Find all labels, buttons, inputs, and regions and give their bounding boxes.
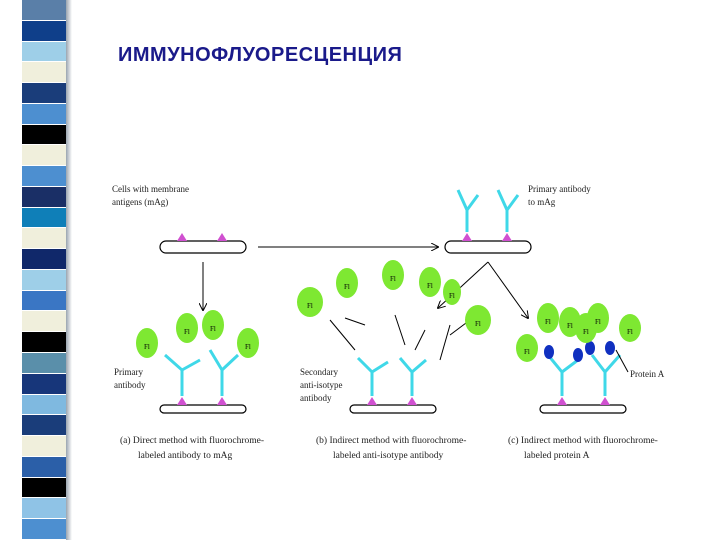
decorative-stripe-bar [22,0,66,540]
stripe-segment [22,124,66,146]
label-cells-line2: antigens (mAg) [112,197,168,207]
stripe-segment [22,0,66,21]
stripe-segment [22,332,66,354]
antigen-mark [367,397,377,405]
label-cells-line1: Cells with membrane [112,184,189,194]
stripe-segment [22,477,66,499]
antigen-mark [600,397,610,405]
fluor-label: Fl [627,328,633,336]
fluor-label: Fl [567,322,573,330]
stripe-segment [22,62,66,84]
antigen-mark [177,233,187,241]
label-secondary-line3: antibody [300,393,332,403]
stripe-segment [22,249,66,270]
fluor-label: Fl [545,318,551,326]
panel-c [516,303,641,414]
stripe-segment [22,145,66,167]
label-protein-a: Protein A [630,369,665,379]
fluor-label: Fl [524,348,530,356]
stripe-segment [22,20,66,42]
fluor-tags [136,310,259,358]
stripe-segment [22,311,66,333]
antigen-mark [502,233,512,241]
arrow-down-right [487,261,528,318]
fluor-label: Fl [344,283,350,291]
stripe-segment [22,269,66,291]
stripe-segment [22,207,66,229]
caption-c-line1: (c) Indirect method with fluorochrome- [508,435,658,446]
stripe-segment [22,436,66,457]
antigen-mark [217,233,227,241]
antigen-mark [462,233,472,241]
slide-title: ИММУНОФЛУОРЕСЦЕНЦИЯ [118,44,403,66]
stripe-segment [22,186,66,208]
caption-b-line1: (b) Indirect method with fluorochrome- [316,435,466,446]
cell-top-right [444,189,532,254]
label-secondary-line2: anti-isotype [300,380,343,390]
caption-b-line2: labeled anti-isotype antibody [333,451,444,461]
antigen-mark [177,397,187,405]
cell-top-left [159,233,247,254]
stripe-shadow [66,0,72,540]
panel-a [136,310,259,414]
stripe-segment [22,166,66,187]
caption-a-line1: (a) Direct method with fluorochrome- [120,435,264,446]
fluor-label: Fl [475,320,481,328]
fluor-tags [297,260,491,335]
fluor-tags [516,303,641,362]
label-primary-top-line2: to mAg [528,197,556,207]
fluor-label: Fl [595,318,601,326]
fluor-label: Fl [245,343,251,351]
stripe-segment [22,41,66,63]
stripe-segment [22,228,66,250]
label-primary-left-line1: Primary [114,367,143,377]
stripe-segment [22,498,66,520]
panel-b [297,260,491,414]
fluor-label: Fl [210,325,216,333]
antigen-mark [217,397,227,405]
stripe-segment [22,103,66,125]
stripe-segment [22,394,66,416]
fluor-label: Fl [184,328,190,336]
fluor-label: Fl [449,292,455,300]
stripe-segment [22,353,66,374]
stripe-segment [22,290,66,312]
stripe-segment [22,415,66,437]
antigen-mark [407,397,417,405]
stripe-segment [22,519,66,540]
fluor-label: Fl [307,302,313,310]
antigen-mark [557,397,567,405]
label-primary-left-line2: antibody [114,380,146,390]
stripe-segment [22,373,66,395]
label-primary-top-line1: Primary antibody [528,184,591,194]
fluor-label: Fl [427,282,433,290]
stripe-segment [22,83,66,104]
fluor-label: Fl [144,343,150,351]
protein-a-marks [544,341,615,362]
label-secondary-line1: Secondary [300,367,338,377]
stripe-segment [22,456,66,478]
caption-c-line2: labeled protein A [524,451,590,461]
fluor-label: Fl [390,275,396,283]
fluor-label: Fl [583,328,589,336]
caption-a-line2: labeled antibody to mAg [138,451,232,461]
